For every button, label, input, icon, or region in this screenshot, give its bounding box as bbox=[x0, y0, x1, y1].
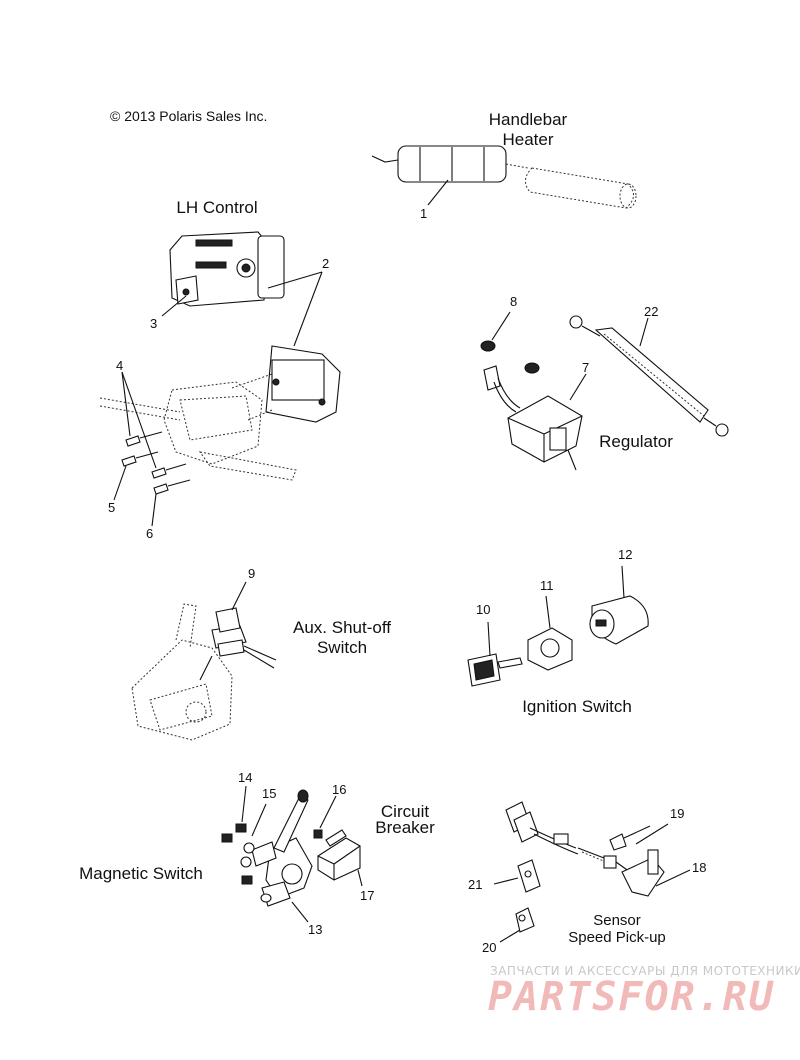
callout-16: 16 bbox=[332, 782, 347, 797]
aux-shutoff-title: Aux. Shut-off Switch bbox=[282, 618, 402, 658]
lh-control-illustration bbox=[161, 231, 323, 347]
magnetic-switch-illustration bbox=[221, 785, 313, 923]
regulator-illustration bbox=[480, 311, 587, 471]
copyright-notice: © 2013 Polaris Sales Inc. bbox=[110, 108, 268, 124]
magnetic-switch-title: Magnetic Switch bbox=[79, 864, 203, 883]
screw-4b bbox=[151, 463, 187, 479]
callout-14: 14 bbox=[238, 770, 253, 785]
handlebar-heater-illustration bbox=[371, 145, 637, 209]
callout-7: 7 bbox=[582, 360, 590, 375]
callout-6: 6 bbox=[146, 526, 154, 541]
ground-strap-illustration bbox=[569, 315, 729, 437]
aux-shutoff-title-line2: Switch bbox=[316, 638, 368, 657]
callout-12: 12 bbox=[618, 547, 633, 562]
watermark-tagline: ЗАПЧАСТИ И АКСЕССУАРЫ ДЛЯ МОТОТЕХНИКИ bbox=[490, 964, 800, 978]
screw-6 bbox=[153, 479, 191, 495]
callout-10: 10 bbox=[476, 602, 491, 617]
callout-2: 2 bbox=[322, 256, 330, 271]
circuit-breaker-title-line2: Breaker bbox=[375, 818, 435, 837]
screw-5 bbox=[121, 451, 159, 467]
callout-22: 22 bbox=[644, 304, 659, 319]
ignition-switch-title: Ignition Switch bbox=[522, 697, 632, 716]
circuit-breaker-title-line1: Circuit bbox=[380, 802, 430, 821]
callout-9: 9 bbox=[248, 566, 256, 581]
callout-5: 5 bbox=[108, 500, 116, 515]
callout-19: 19 bbox=[670, 806, 685, 821]
callout-4: 4 bbox=[116, 358, 124, 373]
watermark-brand: PARTSFOR.RU bbox=[488, 974, 775, 1020]
callout-13: 13 bbox=[308, 922, 323, 937]
circuit-breaker-title: Circuit Breaker bbox=[370, 802, 440, 837]
regulator-title: Regulator bbox=[599, 432, 673, 451]
callout-17: 17 bbox=[360, 888, 375, 903]
handlebar-heater-title: Handlebar Heater bbox=[468, 110, 588, 150]
callout-11: 11 bbox=[540, 578, 554, 593]
handlebar-heater-title-line2: Heater bbox=[502, 130, 554, 149]
callout-20: 20 bbox=[482, 940, 497, 955]
callout-8: 8 bbox=[510, 294, 518, 309]
callout-18: 18 bbox=[692, 860, 707, 875]
aux-shutoff-illustration bbox=[131, 581, 277, 741]
sensor-title-line1: Sensor bbox=[593, 912, 641, 929]
sensor-illustration bbox=[493, 801, 691, 943]
lh-control-title: LH Control bbox=[176, 198, 258, 217]
ignition-switch-illustration bbox=[467, 565, 649, 687]
aux-shutoff-title-line1: Aux. Shut-off bbox=[293, 618, 391, 637]
handlebar-heater-title-line1: Handlebar bbox=[488, 110, 568, 129]
callout-15: 15 bbox=[262, 786, 277, 801]
callout-1: 1 bbox=[420, 206, 428, 221]
callout-21: 21 bbox=[468, 877, 483, 892]
callout-3: 3 bbox=[150, 316, 158, 331]
circuit-breaker-illustration bbox=[313, 795, 363, 887]
sensor-title-line2: Speed Pick-up bbox=[568, 929, 666, 946]
screw-4a bbox=[125, 431, 163, 447]
handlebar-brake-assembly-illustration bbox=[99, 345, 341, 527]
sensor-title: Sensor Speed Pick-up bbox=[562, 912, 672, 946]
